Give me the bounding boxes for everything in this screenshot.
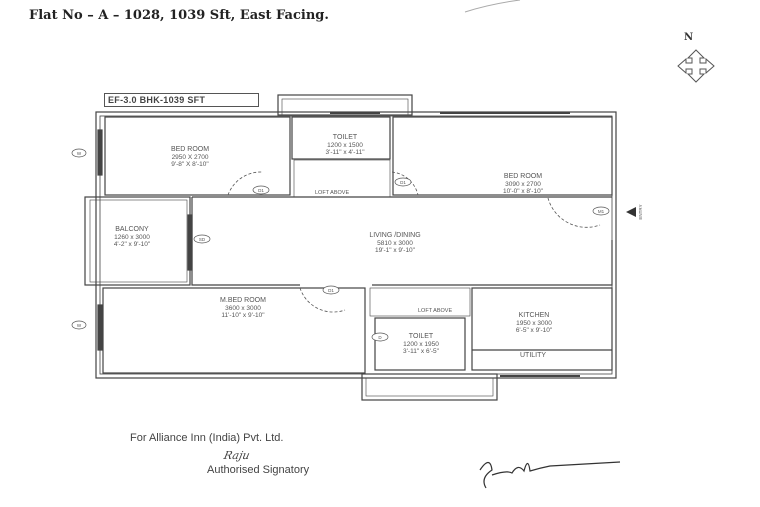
door-tag-d1: D1 [258, 188, 264, 193]
loft-above-label: LOFT ABOVE [418, 308, 453, 314]
compass-icon [677, 49, 715, 83]
door-swings [227, 171, 601, 313]
window-tag: W [77, 151, 82, 156]
entry-label: ENTRY [638, 204, 643, 219]
signature-initials: Raju [222, 449, 251, 462]
north-label: N [684, 32, 694, 43]
company-name: For Alliance Inn (India) Pvt. Ltd. [130, 432, 284, 444]
walls [84, 94, 617, 401]
window-tag: W [77, 323, 82, 328]
door-tag-d1: D1 [328, 288, 334, 293]
entry-arrow-icon [626, 207, 636, 217]
signature [479, 461, 621, 489]
door-tag-sd: SD [199, 237, 206, 242]
loft-above-label: LOFT ABOVE [315, 190, 350, 196]
door-tag-m1: M1 [598, 209, 605, 214]
pen-stroke [464, 0, 521, 13]
flat-title: Flat No – A – 1028, 1039 Sft, East Facin… [29, 8, 329, 23]
door-tags [71, 148, 610, 342]
utility-label: UTILITY [520, 352, 547, 359]
door-tag-d1: D1 [400, 180, 406, 185]
plan-tag: EF-3.0 BHK-1039 SFT [104, 93, 259, 107]
door-tag-d: D [378, 335, 382, 340]
authorised-signatory: Authorised Signatory [207, 464, 310, 476]
